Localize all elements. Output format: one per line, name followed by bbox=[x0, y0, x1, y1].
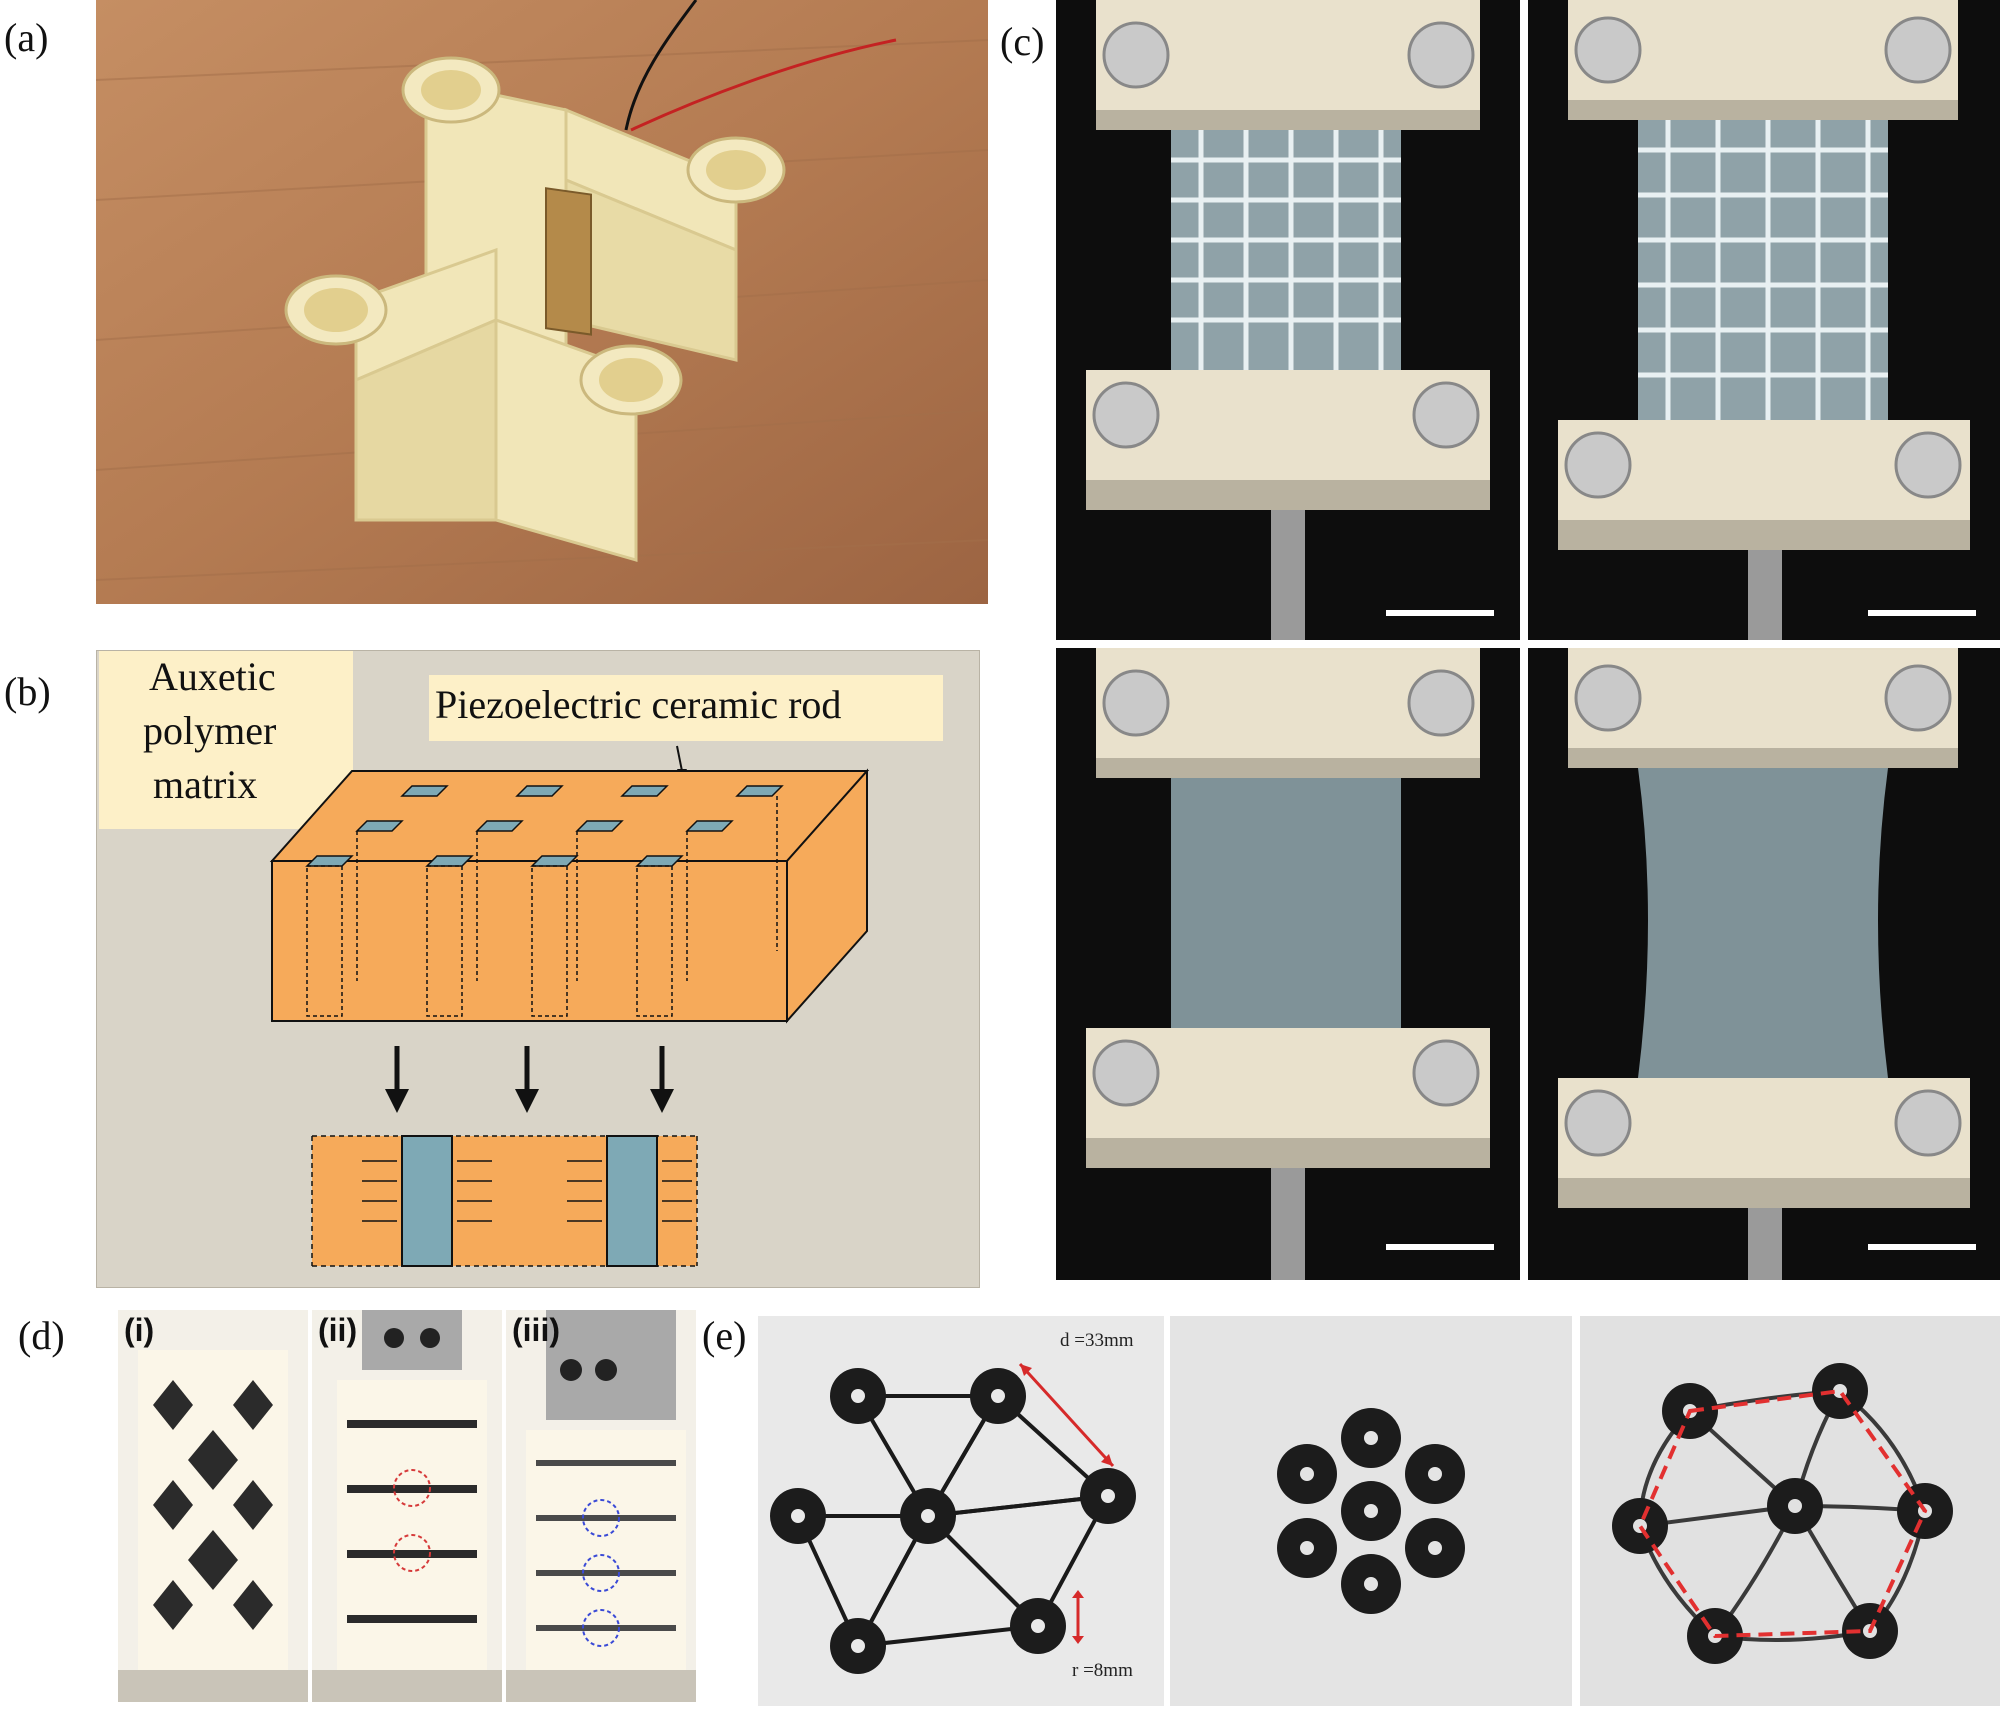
chiral-lattice-deformed bbox=[1612, 1363, 1953, 1664]
clamp-lattice-illustration bbox=[1086, 0, 1490, 640]
tube-iii-illustration bbox=[506, 1310, 696, 1702]
schematic-panel: Auxetic polymer matrix Piezoelectric cer… bbox=[96, 650, 980, 1288]
clamp-lattice-stretched-illustration bbox=[1558, 0, 1970, 640]
tube-photo-ii: (ii) bbox=[312, 1310, 502, 1702]
auxetic-matrix-label-box: Auxetic polymer matrix bbox=[99, 651, 353, 829]
tensile-test-photo-top-right bbox=[1528, 0, 2000, 640]
auxetic-label-line1: Auxetic bbox=[149, 654, 276, 699]
clamp-sheet-illustration bbox=[1086, 648, 1490, 1280]
tube-photo-i: (i) bbox=[118, 1310, 308, 1702]
frame-illustration bbox=[96, 0, 988, 604]
diameter-label: d =33mm bbox=[1060, 1330, 1134, 1351]
scale-bar bbox=[1386, 1244, 1494, 1250]
panel-label-d: (d) bbox=[18, 1313, 65, 1358]
scale-bar bbox=[1868, 1244, 1976, 1250]
panel-label-b: (b) bbox=[4, 669, 51, 714]
sub-label-ii: (ii) bbox=[318, 1312, 358, 1348]
auxetic-label-line2: polymer bbox=[143, 708, 277, 753]
radius-label: r =8mm bbox=[1072, 1660, 1133, 1681]
scale-bar bbox=[1386, 610, 1494, 616]
chiral-structure-photo-2 bbox=[1170, 1316, 1572, 1706]
tube-ii-illustration bbox=[312, 1310, 502, 1702]
chiral-lattice-closed bbox=[1277, 1408, 1465, 1614]
chiral-structure-photo-3 bbox=[1580, 1316, 2000, 1706]
panel-label-e: (e) bbox=[702, 1313, 747, 1358]
auxetic-frame-photo bbox=[96, 0, 988, 604]
chiral-lattice-open bbox=[770, 1362, 1136, 1674]
piezo-label: Piezoelectric ceramic rod bbox=[435, 682, 842, 727]
auxetic-label-line3: matrix bbox=[153, 762, 258, 807]
sub-label-iii: (iii) bbox=[512, 1312, 560, 1348]
tensile-test-photo-top-left bbox=[1056, 0, 1520, 640]
tensile-test-photo-bottom-right bbox=[1528, 648, 2000, 1280]
chiral-structure-photo-1: d =33mm r =8mm bbox=[758, 1316, 1164, 1706]
tensile-test-photo-bottom-left bbox=[1056, 648, 1520, 1280]
scale-bar bbox=[1868, 610, 1976, 616]
tube-photo-iii: (iii) bbox=[506, 1310, 696, 1702]
tube-i-illustration bbox=[118, 1310, 308, 1702]
composite-diagram bbox=[269, 745, 870, 1267]
clamp-sheet-stretched-illustration bbox=[1558, 648, 1970, 1280]
sub-label-i: (i) bbox=[124, 1312, 155, 1348]
panel-label-c: (c) bbox=[1000, 19, 1045, 64]
panel-label-a: (a) bbox=[4, 15, 49, 60]
piezo-label-box: Piezoelectric ceramic rod bbox=[429, 675, 943, 741]
